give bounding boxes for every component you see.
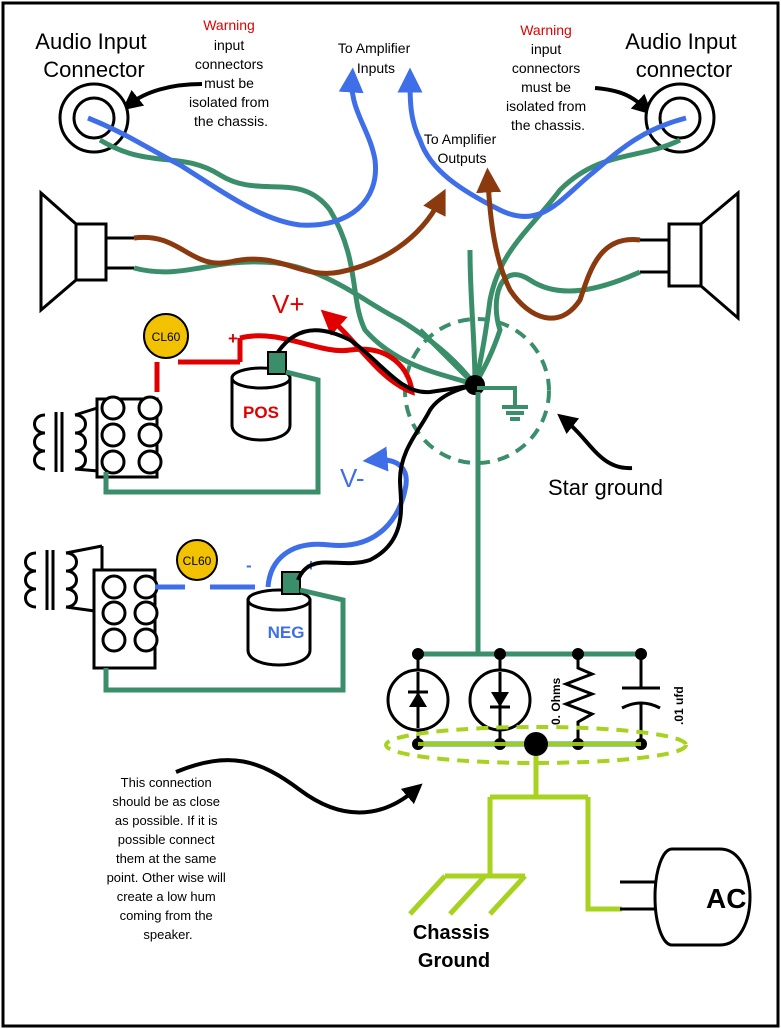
audio-input-right-label: Audio Input connector: [625, 29, 742, 82]
speaker-output-wires: [133, 167, 641, 321]
resistor-label: 0. Ohms: [549, 677, 563, 725]
v-plus-label: V+: [272, 289, 305, 319]
ground-lift-network: 0. Ohms .01 ufd: [386, 648, 686, 750]
cap-pos-label: POS: [243, 403, 279, 422]
warning-arrow-left: [122, 82, 203, 111]
chassis-node: [524, 732, 548, 756]
fuse-label-pos: CL60: [152, 330, 181, 344]
positive-supply: CL60 POS + V+: [33, 289, 476, 495]
ac-plug-icon: [620, 847, 752, 947]
ac-label: AC: [706, 883, 746, 914]
star-ground-arrow: [557, 413, 633, 471]
cap-neg-label: NEG: [268, 623, 305, 642]
note-arrow: [175, 758, 423, 815]
warning-right: Warning input connectors must be isolate…: [506, 22, 590, 133]
note-text: This connection should be as close as po…: [107, 775, 230, 942]
cap-neg-minus: -: [246, 556, 252, 575]
chassis-ground-label: Chassis Ground: [413, 922, 495, 972]
chassis-ground-symbol-icon: [408, 873, 527, 916]
speaker-right: [640, 189, 740, 322]
input-signal-wires: [87, 67, 687, 228]
fuse-label-neg: CL60: [183, 554, 212, 568]
cap-small-label: .01 ufd: [672, 686, 686, 725]
speaker-left: [39, 189, 134, 314]
warning-left: Warning input connectors must be isolate…: [189, 17, 273, 129]
ground-symbol-icon: [477, 386, 528, 421]
chassis-connection-ring: [384, 725, 688, 765]
resistor: [561, 654, 597, 744]
chassis-wires: [487, 756, 622, 912]
cap-pos-plus: +: [228, 329, 238, 348]
audio-input-left-label: Audio Input Connector: [35, 29, 152, 82]
to-amp-outputs-label: To Amplifier Outputs: [424, 131, 500, 166]
v-minus-label: V-: [340, 463, 365, 493]
to-amp-inputs-label: To Amplifier Inputs: [338, 40, 414, 76]
warning-arrow-right: [594, 86, 653, 115]
negative-supply: CL60 NEG - + V-: [24, 383, 476, 693]
star-ground-label: Star ground: [548, 475, 663, 500]
